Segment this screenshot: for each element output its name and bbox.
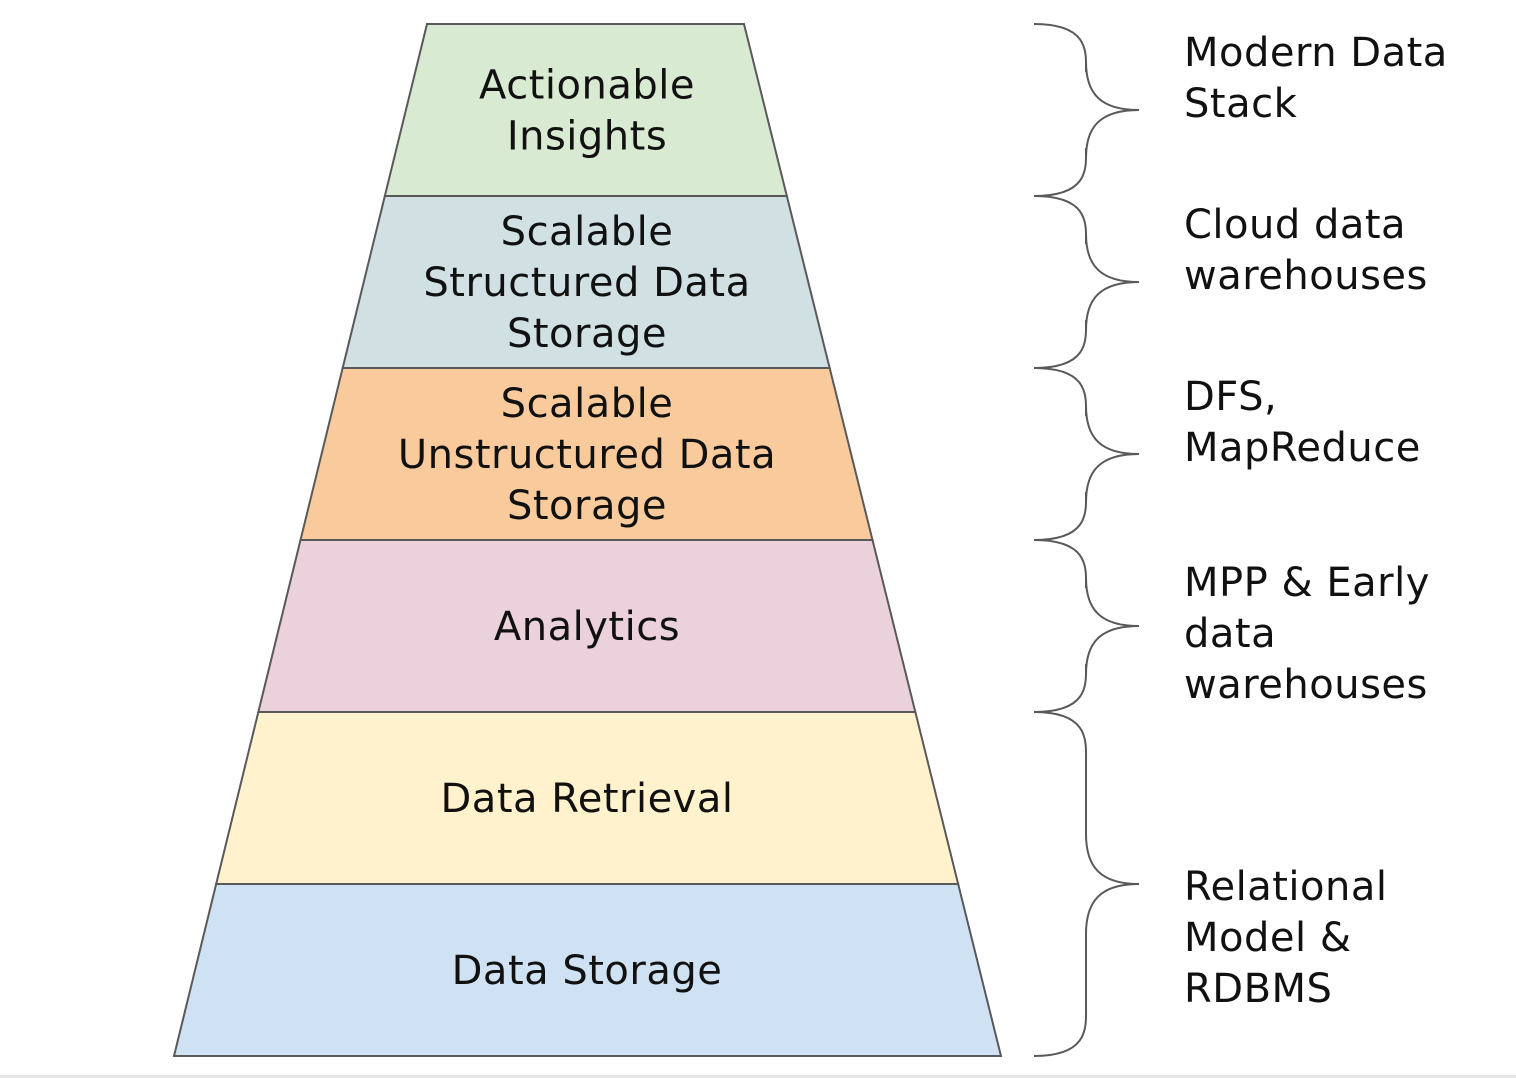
tier-label-analytics: Analytics: [494, 604, 680, 650]
tier-label-unstructured-storage: Scalable: [501, 381, 674, 427]
era-label-modern-data-stack: Modern Data: [1184, 30, 1448, 76]
tier-label-structured-storage: Scalable: [501, 209, 674, 255]
era-label-cloud-data-warehouses: Cloud data: [1184, 202, 1406, 248]
tier-label-structured-storage: Storage: [507, 311, 667, 357]
era-label-mpp-early-warehouses: warehouses: [1184, 662, 1428, 708]
era-label-modern-data-stack: Stack: [1184, 81, 1298, 127]
tier-label-unstructured-storage: Unstructured Data: [398, 432, 776, 478]
brace-dfs-mapreduce: [1033, 367, 1140, 541]
tier-data-storage: [172, 883, 1003, 1057]
era-label-dfs-mapreduce: DFS,: [1184, 374, 1277, 420]
era-label-dfs-mapreduce: MapReduce: [1184, 425, 1421, 471]
era-label-relational-rdbms: RDBMS: [1184, 966, 1332, 1012]
era-label-cloud-data-warehouses: warehouses: [1184, 253, 1428, 299]
brace-modern-data-stack: [1033, 23, 1140, 197]
tier-actionable-insights: [383, 23, 789, 197]
tier-label-unstructured-storage: Storage: [507, 483, 667, 529]
tier-label-actionable-insights: Actionable: [479, 63, 695, 109]
era-label-mpp-early-warehouses: MPP & Early: [1184, 560, 1430, 606]
brace-relational-rdbms: [1033, 711, 1140, 1057]
era-label-relational-rdbms: Relational: [1184, 864, 1387, 910]
tier-label-data-storage: Data Storage: [452, 948, 723, 994]
brace-mpp-early-warehouses: [1033, 539, 1140, 713]
brace-cloud-data-warehouses: [1033, 195, 1140, 369]
tier-label-data-retrieval: Data Retrieval: [441, 776, 734, 822]
era-label-relational-rdbms: Model &: [1184, 915, 1352, 961]
bottom-divider: [0, 1075, 1516, 1078]
era-braces: [1033, 23, 1140, 1057]
era-label-mpp-early-warehouses: data: [1184, 611, 1276, 657]
tier-label-structured-storage: Structured Data: [423, 260, 750, 306]
tier-label-actionable-insights: Insights: [507, 114, 667, 160]
